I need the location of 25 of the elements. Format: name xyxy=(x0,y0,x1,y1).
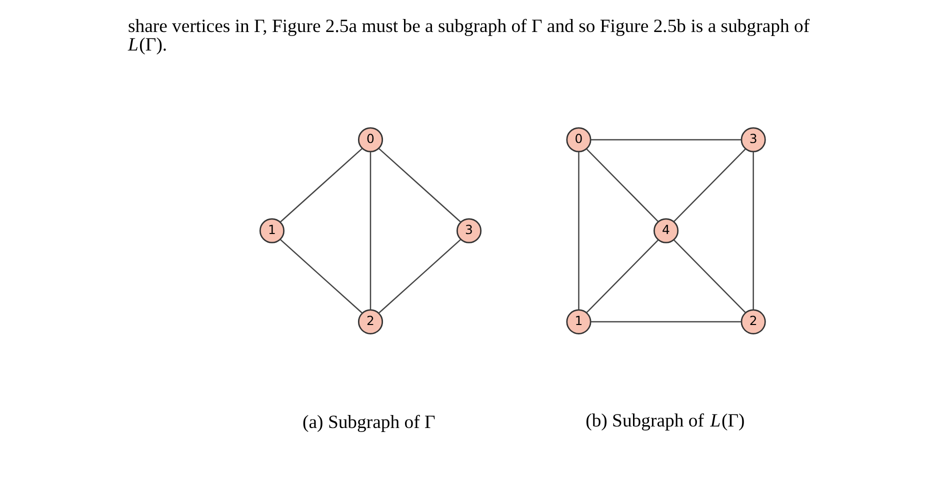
connector xyxy=(674,240,746,314)
node-circle: 2 xyxy=(740,309,766,334)
node-circle: 4 xyxy=(654,218,679,244)
connector xyxy=(578,152,580,310)
label: share vertices in Γ, Figure 2.5a must be a subgraph of Γ and so Figure 2.5b is a subgraph of L(Γ). xyxy=(128,16,810,56)
connector xyxy=(280,148,363,222)
connector xyxy=(590,139,742,140)
connector xyxy=(370,152,372,310)
connector xyxy=(586,240,658,314)
connector xyxy=(378,239,462,314)
node-circle: 3 xyxy=(740,127,766,152)
node-circle: 1 xyxy=(259,218,285,244)
connector xyxy=(586,148,659,222)
node-circle: 1 xyxy=(566,309,592,334)
connector xyxy=(673,148,746,222)
label: (a) Subgraph of Γ xyxy=(302,412,436,433)
node-circle: 0 xyxy=(566,127,592,152)
label: (b) Subgraph of L(Γ) xyxy=(586,410,745,432)
connector xyxy=(590,321,742,322)
connector xyxy=(378,148,462,222)
connector xyxy=(752,152,754,310)
node-circle: 3 xyxy=(456,218,482,244)
node-circle: 0 xyxy=(358,127,384,152)
connector xyxy=(280,239,363,314)
node-circle: 2 xyxy=(358,309,384,334)
